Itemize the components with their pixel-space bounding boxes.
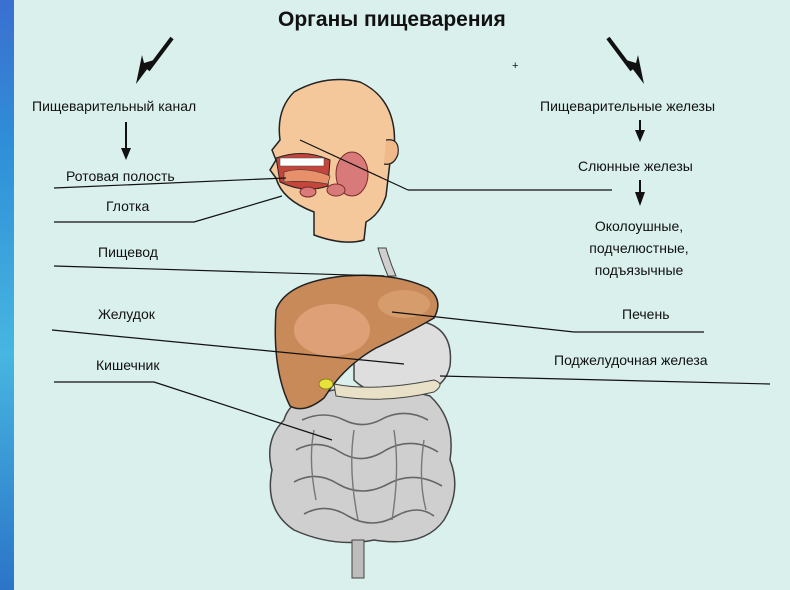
label-liver: Печень <box>622 306 670 322</box>
label-digestive-glands: Пищеварительные железы <box>540 98 715 114</box>
organs-illustration <box>270 275 455 578</box>
plus-marker: + <box>512 60 518 72</box>
arrow-glands-to-salivary <box>635 120 645 142</box>
label-sublingual: подъязычные <box>569 262 709 278</box>
label-intestine: Кишечник <box>96 357 160 373</box>
label-oral-cavity: Ротовая полость <box>66 168 175 184</box>
label-digestive-canal: Пищеварительный канал <box>32 98 196 114</box>
arrow-canal-to-mouth <box>121 122 131 160</box>
label-pancreas: Поджелудочная железа <box>554 352 708 368</box>
digestive-diagram <box>14 0 790 590</box>
label-submandibular: подчелюстные, <box>569 240 709 256</box>
label-pharynx: Глотка <box>106 198 149 214</box>
label-parotid: Околоушные, <box>574 218 704 234</box>
page-title: Органы пищеварения <box>278 8 506 32</box>
arrow-left-big <box>136 38 172 84</box>
label-salivary-glands: Слюнные железы <box>578 158 693 174</box>
label-esophagus: Пищевод <box>98 244 158 260</box>
arrow-right-big <box>608 38 644 84</box>
head-illustration <box>270 80 398 276</box>
label-stomach: Желудок <box>98 306 155 322</box>
slide: Органы пищеварения + Пищеварительный кан… <box>14 0 790 590</box>
arrow-salivary-to-types <box>635 180 645 206</box>
